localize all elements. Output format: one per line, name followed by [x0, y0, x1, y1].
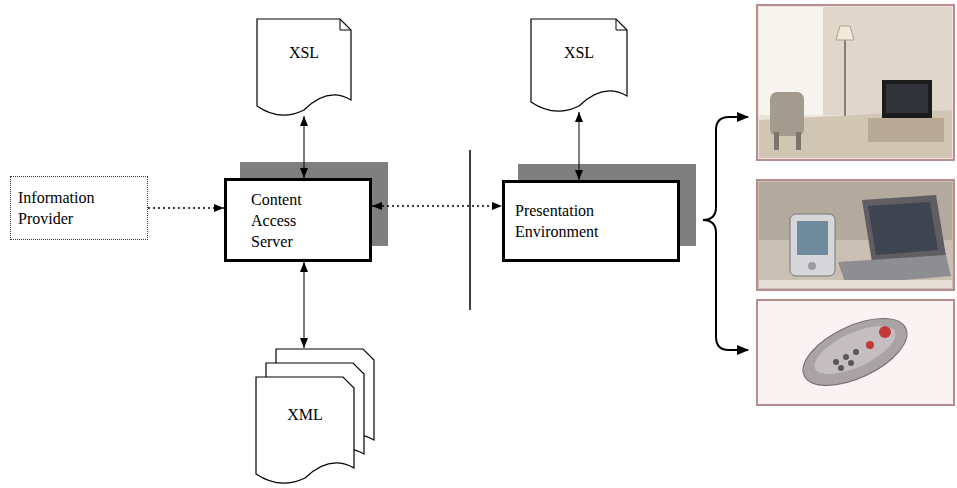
remote-button — [853, 349, 859, 355]
cabinet — [868, 118, 944, 142]
server-box: Content Access Server — [224, 178, 372, 262]
connector — [579, 112, 580, 180]
node-label: XML — [255, 404, 355, 425]
node-label: XSL — [564, 42, 594, 63]
tv-screen — [886, 84, 928, 113]
node-label: XSL — [289, 42, 319, 63]
handheld-devices-photo — [757, 180, 954, 290]
laptop-screen — [868, 202, 938, 255]
photo-frame — [757, 5, 954, 160]
dotted-connector — [372, 205, 502, 206]
document-shape — [531, 19, 627, 111]
presentation-box: Presentation Environment — [502, 180, 680, 262]
document-outline — [530, 18, 628, 112]
wall — [823, 7, 952, 115]
remote-button — [843, 354, 849, 360]
living-room-photo — [757, 5, 954, 160]
xsl-document: XSL — [530, 18, 628, 112]
remote-button — [848, 360, 854, 366]
lamp-shade — [836, 26, 854, 40]
xsl-document: XSL — [256, 18, 352, 116]
output-arrow — [729, 116, 748, 118]
separator-line — [469, 150, 471, 310]
chair-leg — [796, 132, 801, 150]
pda-button — [808, 262, 816, 270]
node-label: Presentation Environment — [515, 200, 639, 242]
remote-button — [838, 365, 844, 371]
remote-top — [808, 316, 902, 384]
remote-button — [879, 326, 891, 338]
document-shape — [256, 377, 354, 483]
document-outline — [256, 18, 352, 116]
chair — [770, 92, 804, 136]
connector — [304, 262, 305, 348]
television — [882, 80, 932, 118]
remote-button — [866, 341, 874, 349]
node-label: Content Access Server — [251, 189, 335, 252]
remote-control-photo — [757, 300, 954, 405]
node-label: Information Provider — [18, 187, 136, 229]
connector — [304, 116, 305, 178]
photo-frame — [757, 180, 954, 290]
photo-frame — [757, 300, 954, 405]
provider-box: Information Provider — [10, 176, 148, 240]
dotted-connector — [148, 207, 224, 208]
page-fold — [616, 19, 627, 30]
document-shape — [257, 19, 351, 115]
pda — [790, 214, 835, 276]
pda-screen — [797, 221, 828, 255]
chair-leg — [774, 132, 779, 150]
xml-document-stack: XML — [255, 348, 375, 484]
remote-body — [793, 305, 916, 399]
desk-edge — [759, 280, 952, 288]
laptop-lid — [862, 195, 946, 262]
output-brace — [703, 117, 748, 350]
lamp-stand — [844, 40, 846, 116]
remote-button — [833, 359, 839, 365]
page-fold — [340, 19, 351, 30]
